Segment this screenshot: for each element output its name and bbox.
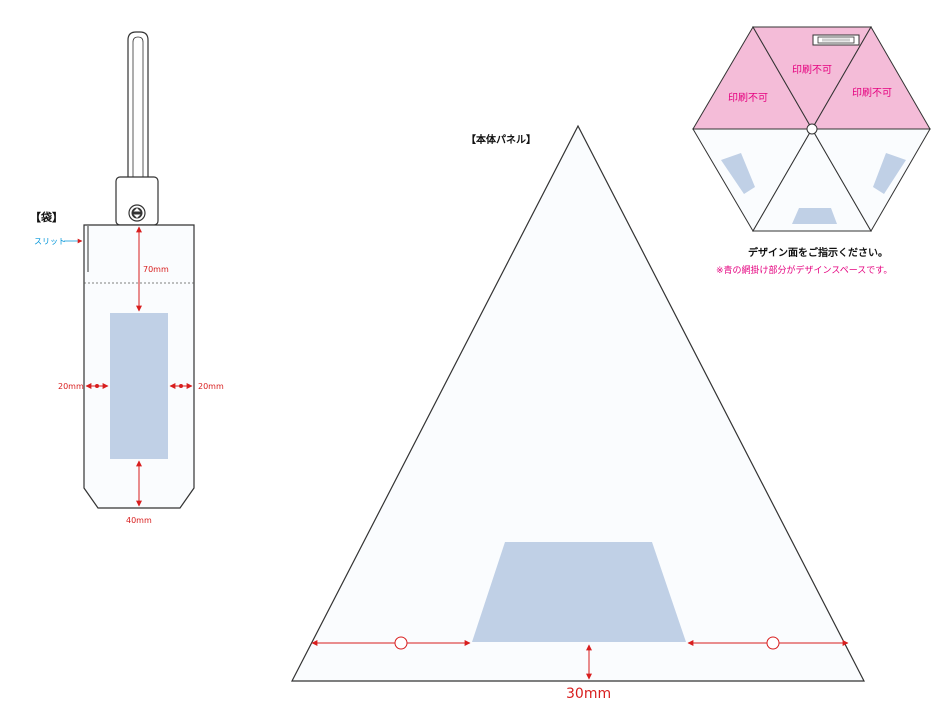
instruction-text: デザイン面をご指示ください。 [748, 246, 888, 259]
design-area-left [721, 153, 755, 194]
bag-design-area [110, 313, 168, 459]
panel-title: 【本体パネル】 [466, 133, 536, 146]
umbrella-top-view: 印刷不可 印刷不可 印刷不可 デザイン面をご指示ください。 ※青の網掛け部分がデ… [692, 26, 931, 276]
design-area-middle [792, 208, 837, 224]
no-print-label-left: 印刷不可 [728, 92, 768, 104]
bag-top-margin-label: 70mm [143, 265, 169, 274]
bag-title: 【袋】 [30, 210, 63, 224]
hub-circle [806, 123, 818, 135]
panel-diagram: 【本体パネル】 30mm [291, 124, 865, 702]
bag-left-margin-label: 20mm [58, 382, 84, 391]
panel-triangle [291, 124, 865, 682]
panel-left-marker [394, 636, 408, 650]
no-print-label-middle: 印刷不可 [792, 64, 832, 76]
panel-bottom-margin-label: 30mm [566, 686, 611, 702]
bag-strap-inner [132, 36, 144, 180]
bag-bottom-margin-label: 40mm [126, 516, 152, 525]
slit-label: スリット [34, 237, 66, 246]
design-area-right [873, 153, 906, 194]
strap-strip-icon [812, 34, 860, 46]
design-space-note: ※青の網掛け部分がデザインスペースです。 [716, 264, 892, 276]
bag-diagram: 【袋】 スリット 70mm 20mm 20mm 4 [30, 31, 224, 525]
panel-design-area [472, 542, 686, 642]
bag-left-dot [95, 384, 99, 388]
no-print-label-right: 印刷不可 [852, 87, 892, 99]
snap-button-icon [128, 204, 146, 222]
bag-strap [127, 31, 149, 180]
segment-bottom-right [811, 128, 931, 232]
bag-right-dot [179, 384, 183, 388]
bag-right-margin-label: 20mm [198, 382, 224, 391]
panel-right-marker [766, 636, 780, 650]
